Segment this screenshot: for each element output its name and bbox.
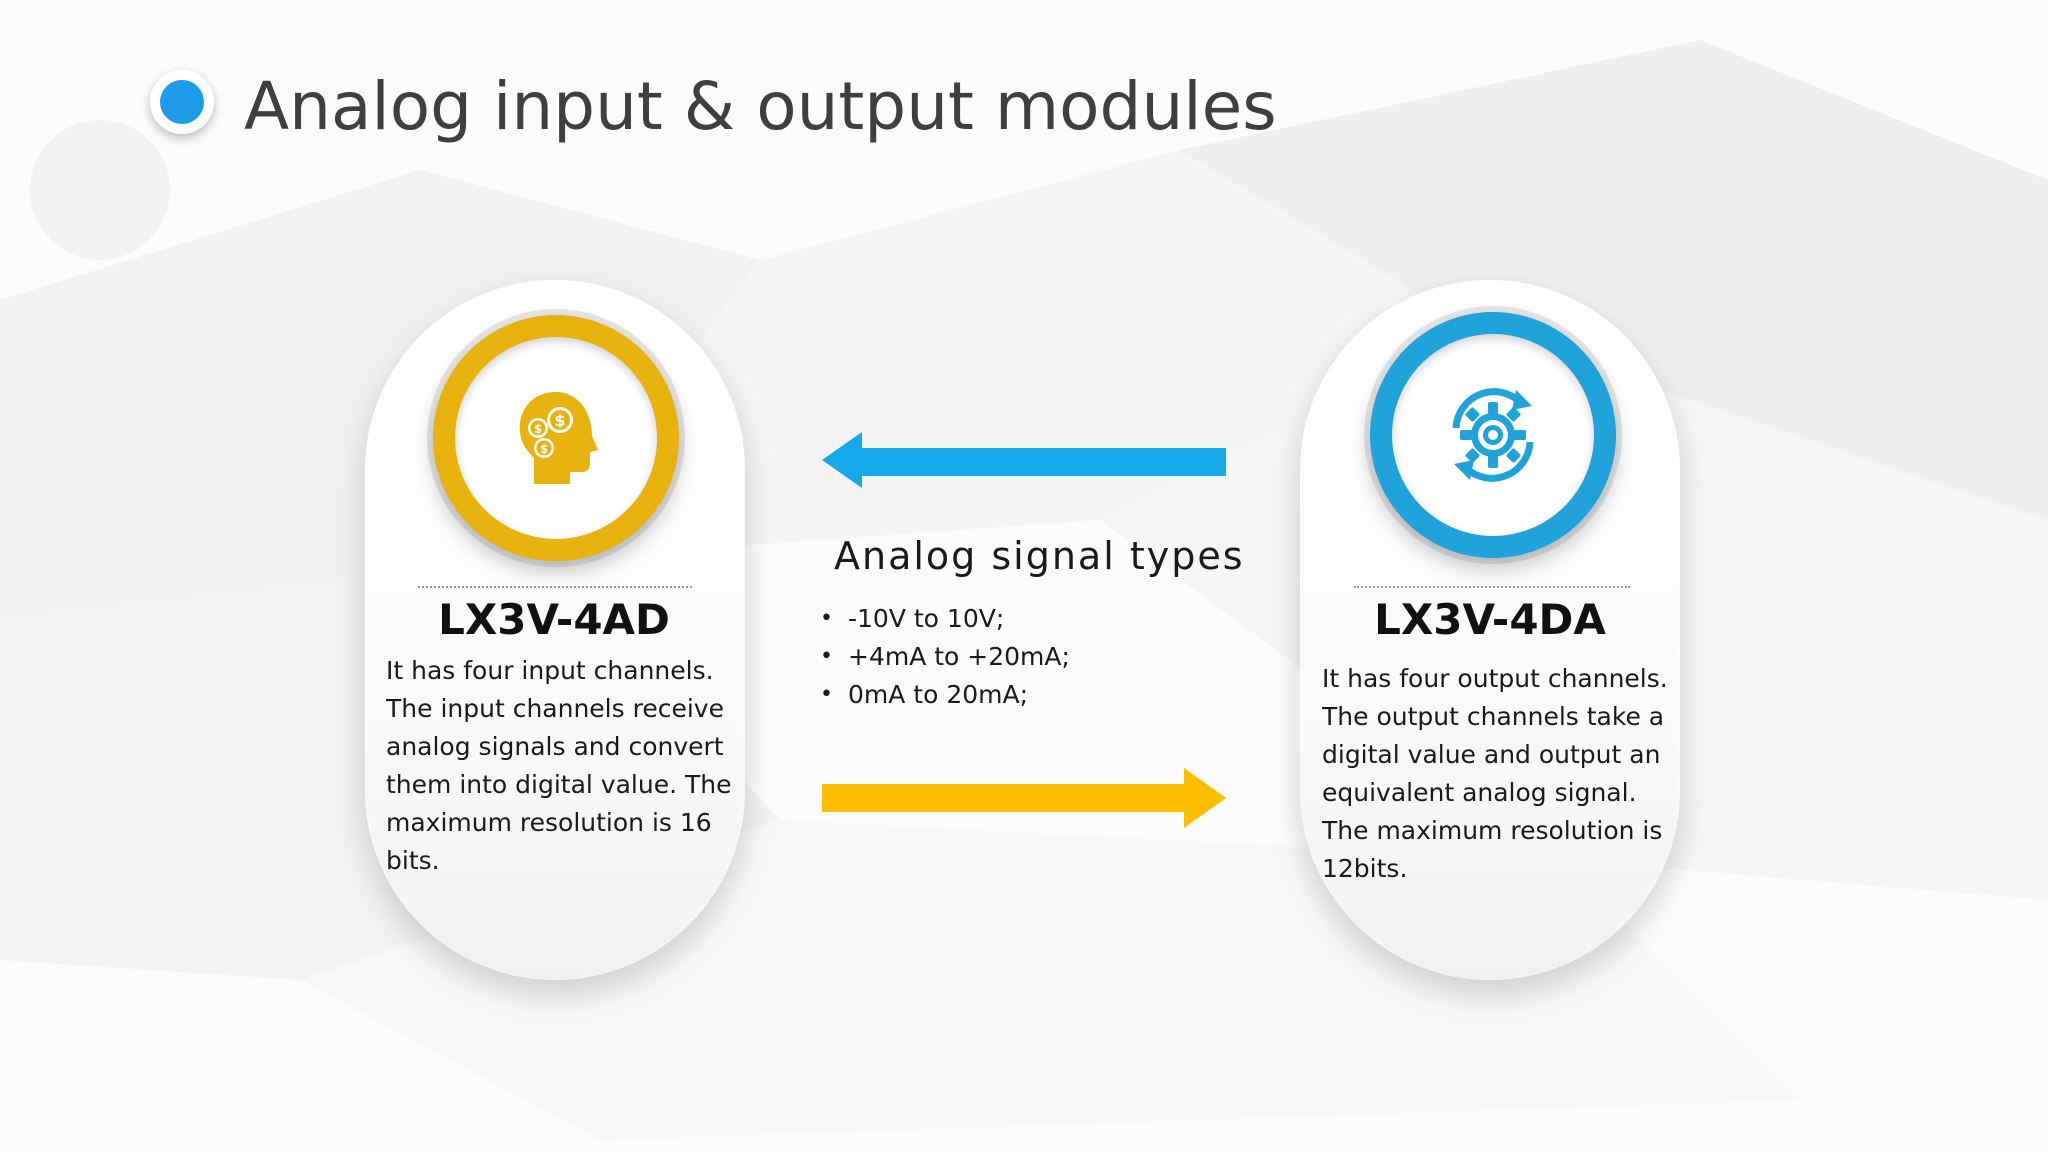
- input-module-title: LX3V-4AD: [438, 595, 670, 644]
- arrow-left-icon: [822, 432, 1226, 488]
- head-with-coins-icon: $ $ $: [519, 392, 598, 484]
- signal-types-list: • -10V to 10V; • +4mA to +20mA; • 0mA to 20…: [812, 600, 1070, 714]
- svg-text:$: $: [534, 422, 542, 436]
- gear-refresh-icon: [1452, 388, 1534, 482]
- bullet-icon: •: [820, 606, 833, 631]
- slide-title: Analog input & output modules: [244, 68, 1277, 145]
- output-card-divider: [1354, 586, 1630, 588]
- input-card-divider: [418, 586, 692, 588]
- list-item: • 0mA to 20mA;: [812, 676, 1070, 714]
- input-module-icon-ring: $ $ $: [433, 315, 679, 561]
- input-module-description: It has four input channels. The input ch…: [386, 656, 732, 875]
- output-module-title: LX3V-4DA: [1374, 595, 1606, 644]
- title-bullet-dot: [150, 70, 214, 134]
- signal-type-label: -10V to 10V;: [848, 604, 1005, 633]
- output-module-icon-ring: [1370, 312, 1616, 558]
- signal-type-label: +4mA to +20mA;: [848, 642, 1070, 671]
- svg-text:$: $: [540, 442, 548, 456]
- list-item: • -10V to 10V;: [812, 600, 1070, 638]
- output-module-description: It has four output channels. The output …: [1322, 664, 1668, 883]
- bullet-icon: •: [820, 682, 833, 707]
- bullet-icon: •: [820, 644, 833, 669]
- list-item: • +4mA to +20mA;: [812, 638, 1070, 676]
- signal-type-label: 0mA to 20mA;: [848, 680, 1029, 709]
- signal-types-heading: Analog signal types: [834, 534, 1245, 578]
- arrow-right-icon: [822, 768, 1226, 828]
- svg-text:$: $: [554, 411, 565, 430]
